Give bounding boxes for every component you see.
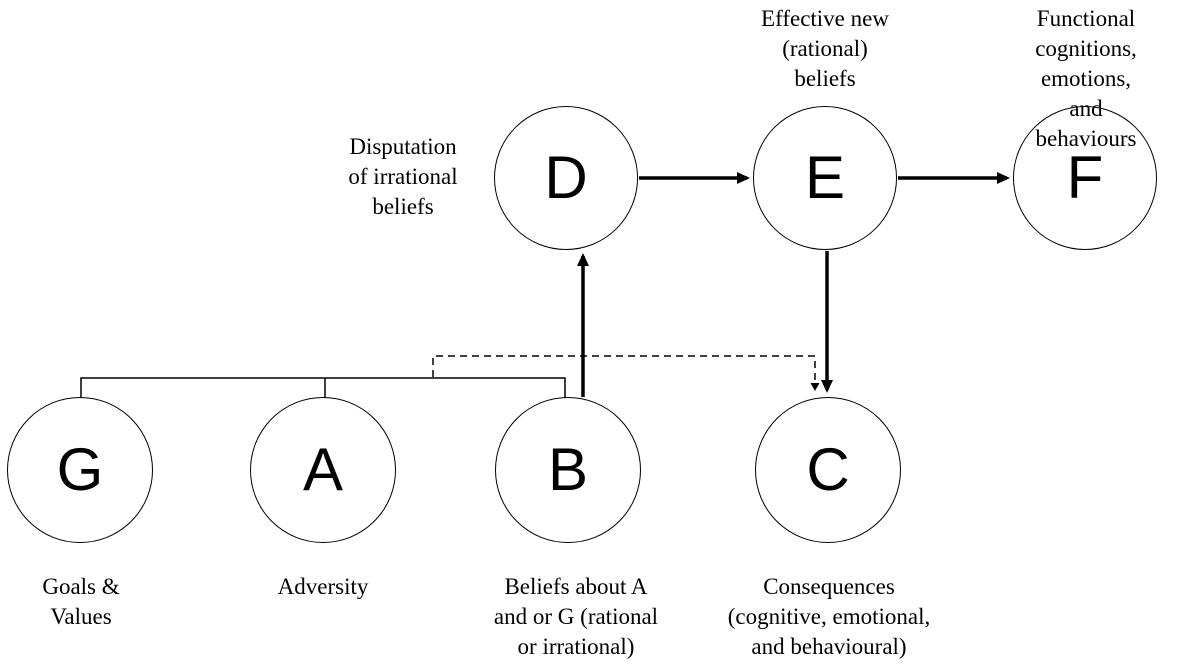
node-c-circle: C xyxy=(755,397,901,543)
node-g-label: Goals & Values xyxy=(42,574,120,629)
node-c-label: Consequences (cognitive, emotional, and … xyxy=(727,574,931,659)
node-f-letter: F xyxy=(1066,144,1104,211)
group-bracket-line xyxy=(80,377,566,400)
node-f-circle: F xyxy=(1013,106,1157,250)
node-d-circle: D xyxy=(494,106,638,250)
node-a-circle: A xyxy=(250,397,396,543)
node-e-label: Effective new (rational) beliefs xyxy=(761,6,889,91)
node-b-label: Beliefs about A and or G (rational or ir… xyxy=(493,574,659,659)
node-b-letter: B xyxy=(547,436,589,503)
node-b-circle: B xyxy=(495,397,641,543)
node-f-label: Functional cognitions, emotions, and beh… xyxy=(1035,6,1137,151)
dashed-inference-arrow xyxy=(432,355,820,391)
node-a-letter: A xyxy=(302,436,344,503)
node-d-letter: D xyxy=(544,144,588,211)
node-e-letter: E xyxy=(804,144,846,211)
node-a-label: Adversity xyxy=(277,574,369,599)
node-e-circle: E xyxy=(753,106,897,250)
node-g-circle: G xyxy=(7,397,153,543)
node-c-letter: C xyxy=(806,436,850,503)
node-g-letter: G xyxy=(56,436,104,503)
node-d-label: Disputation of irrational beliefs xyxy=(348,134,458,219)
